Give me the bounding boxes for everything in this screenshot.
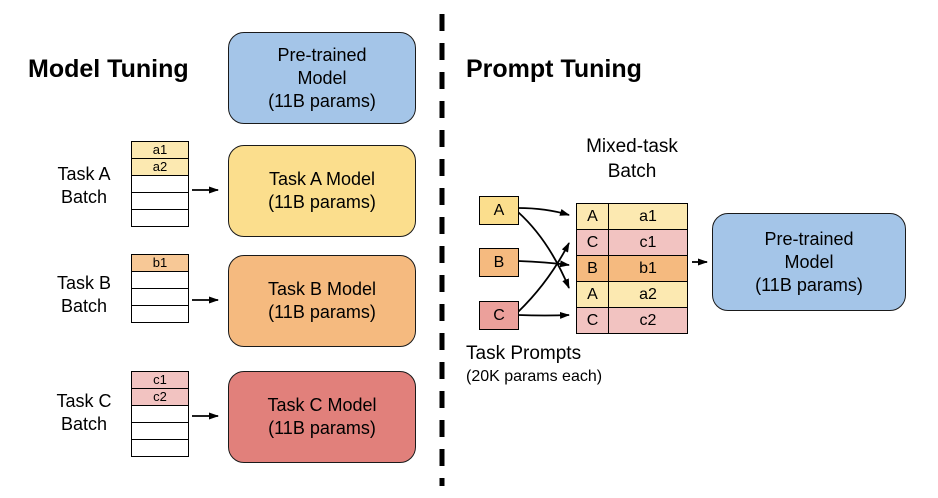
task-c-batch-row (132, 440, 188, 456)
mixed-cell-item: a1 (639, 207, 657, 225)
task-prompts-caption-line: (20K params each) (466, 368, 603, 385)
task-c-batch-row (132, 406, 188, 423)
task-a-batch-row (132, 193, 188, 210)
arrow-prompt-c-row2 (517, 242, 570, 313)
task-a-batch-label: Task A Batch (48, 163, 120, 209)
mixed-cell-item: c2 (639, 311, 657, 329)
mixed-cell-prompt: A (577, 204, 609, 229)
task-c-model-line: Task C Model (267, 395, 377, 415)
task-c-label-line: Batch (60, 414, 108, 434)
mixed-cell-prompt: A (577, 282, 609, 307)
task-a-batch-table: a1 a2 (131, 141, 189, 227)
mixed-table-row: B b1 (577, 256, 687, 282)
task-a-batch-row: a2 (132, 159, 188, 176)
task-prompts-caption: Task Prompts (20K params each) (466, 341, 602, 388)
mixed-table-row: A a2 (577, 282, 687, 308)
task-c-model-line: (11B params) (268, 418, 376, 438)
task-c-batch-row: c1 (132, 372, 188, 389)
task-b-batch-row: b1 (132, 255, 188, 272)
task-b-model-line: (11B params) (268, 302, 376, 322)
task-b-batch-table: b1 (131, 254, 189, 323)
prompt-box-b: B (479, 248, 519, 277)
mixed-task-batch-label-line: Batch (607, 161, 657, 182)
task-a-model-box: Task A Model (11B params) (228, 145, 416, 237)
mixed-task-batch-label: Mixed-task Batch (567, 134, 697, 184)
prompt-tuning-heading: Prompt Tuning (466, 55, 642, 83)
task-a-batch-row (132, 210, 188, 226)
model-tuning-heading: Model Tuning (28, 55, 189, 83)
pretrained-model-box-right: Pre-trained Model (11B params) (712, 213, 906, 311)
arrow-prompt-a-row1 (517, 207, 570, 216)
mixed-task-table: A a1 C c1 B b1 A a2 C c2 (576, 203, 688, 334)
mixed-cell-prompt: C (577, 230, 609, 255)
task-b-batch-row (132, 289, 188, 306)
task-b-model-line: Task B Model (267, 279, 377, 299)
arrow-prompt-c-row5 (517, 311, 570, 319)
pretrained-model-line: (11B params) (268, 90, 376, 111)
task-c-model-box: Task C Model (11B params) (228, 371, 416, 463)
pretrained-model-box-left: Pre-trained Model (11B params) (228, 32, 416, 124)
pretrained-model-line: Pre-trained (764, 228, 854, 249)
task-a-label-line: Task A (57, 164, 111, 184)
prompt-box-a: A (479, 196, 519, 225)
task-a-label-line: Batch (60, 187, 108, 207)
task-b-label-line: Task B (56, 273, 112, 293)
task-b-label-line: Batch (60, 296, 108, 316)
mixed-cell-item: a2 (639, 285, 657, 303)
task-c-batch-row (132, 423, 188, 440)
task-c-label-line: Task C (56, 391, 112, 411)
mixed-cell-item: b1 (639, 259, 657, 277)
prompt-box-c: C (479, 301, 519, 330)
mixed-task-batch-label-line: Mixed-task (586, 136, 678, 157)
task-b-model-box: Task B Model (11B params) (228, 255, 416, 347)
pretrained-model-line: (11B params) (755, 274, 863, 295)
task-c-batch-row: c2 (132, 389, 188, 406)
task-a-model-line: (11B params) (268, 192, 376, 212)
pretrained-model-line: Pre-trained (277, 44, 367, 65)
mixed-cell-prompt: C (577, 308, 609, 333)
mixed-table-row: C c2 (577, 308, 687, 333)
task-b-batch-label: Task B Batch (48, 272, 120, 318)
task-a-batch-row (132, 176, 188, 193)
arrow-prompt-a-row4 (517, 211, 570, 289)
pretrained-model-line: Model (297, 67, 347, 88)
task-a-model-line: Task A Model (268, 169, 376, 189)
mixed-cell-item: c1 (639, 233, 657, 251)
task-a-batch-row: a1 (132, 142, 188, 159)
mixed-cell-prompt: B (577, 256, 609, 281)
task-b-batch-row (132, 272, 188, 289)
mixed-table-row: A a1 (577, 204, 687, 230)
mixed-table-row: C c1 (577, 230, 687, 256)
task-c-batch-table: c1 c2 (131, 371, 189, 457)
task-b-batch-row (132, 306, 188, 322)
task-prompts-caption-line: Task Prompts (466, 343, 582, 364)
task-c-batch-label: Task C Batch (48, 390, 120, 436)
pretrained-model-line: Model (784, 251, 834, 272)
arrow-prompt-b-row3 (517, 260, 570, 268)
